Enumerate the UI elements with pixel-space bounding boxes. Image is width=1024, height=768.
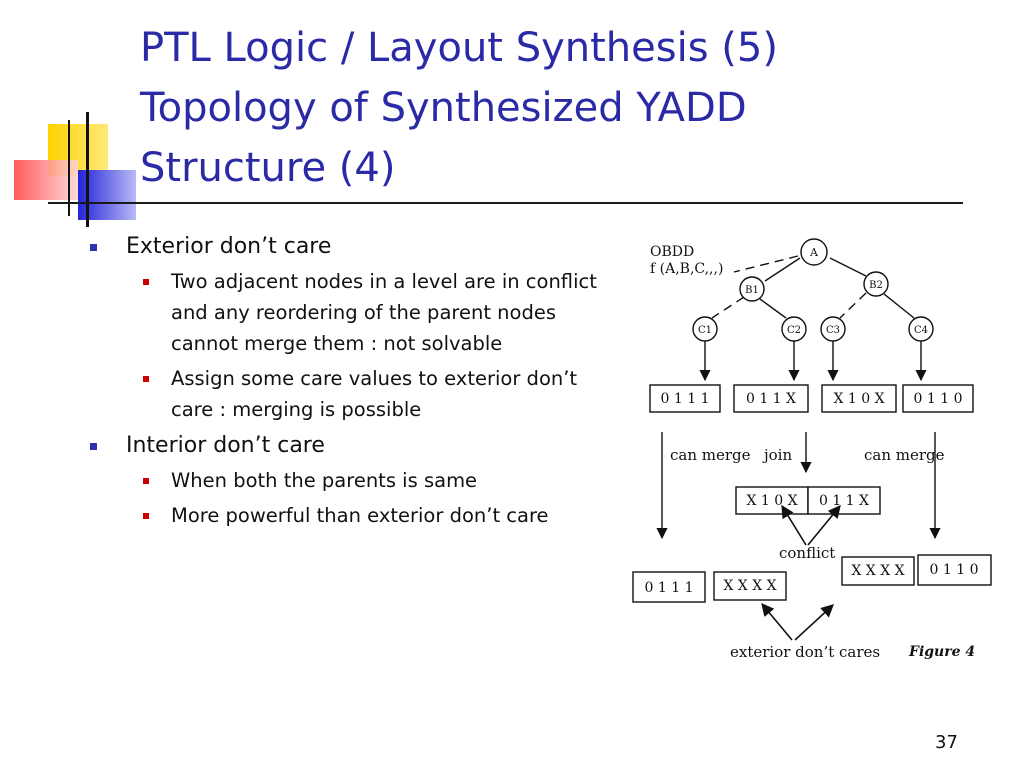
top-box-4-label: 0 1 1 0 [914,391,963,407]
node-c4: C4 [908,316,934,342]
node-c2: C2 [781,316,807,342]
bottom-box-1-label: 0 1 1 1 [645,580,694,596]
title-divider [48,202,963,204]
bullet-list: Exterior don’t care Two adjacent nodes i… [88,232,618,537]
edge-a-header [733,255,799,273]
node-b2: B2 [863,271,889,297]
edge-b1-c2 [759,298,787,319]
node-c3: C3 [820,316,846,342]
mid-box-2: 0 1 1 X [807,486,881,515]
top-box-2-label: 0 1 1 X [746,391,796,407]
node-b1: B1 [739,276,765,302]
figure-caption: Figure 4 [908,644,975,660]
bottom-box-1: 0 1 1 1 [632,571,706,603]
title-line-2: Topology of Synthesized YADD [140,85,747,131]
page-number: 37 [935,732,958,753]
top-box-3: X 1 0 X [821,384,897,413]
figure-header-obdd: OBDD [650,244,694,260]
yadd-figure: OBDD f (A,B,C,,,) A B1 B2 C1 C2 C3 C4 [632,238,992,661]
title-line-1: PTL Logic / Layout Synthesis (5) [140,25,778,71]
label-join: join [762,446,792,464]
node-a: A [800,238,828,266]
edge-b1-c1 [711,296,745,319]
bottom-box-4: 0 1 1 0 [917,554,992,586]
node-a-label: A [809,246,819,259]
sub-bullet: Two adjacent nodes in a level are in con… [126,266,618,359]
bullet-text: Interior don’t care [126,433,325,458]
sub-bullet-list: Two adjacent nodes in a level are in con… [126,266,618,425]
mid-box-1: X 1 0 X [735,486,809,515]
mid-box-1-label: X 1 0 X [746,493,797,509]
sub-bullet: Assign some care values to exterior don’… [126,363,618,425]
sub-bullet-list: When both the parents is same More power… [126,465,618,531]
bullet-exterior: Exterior don’t care Two adjacent nodes i… [88,232,618,425]
arrow-conflict-left [781,504,807,546]
title-line-3: Structure (4) [140,145,396,191]
node-c1-label: C1 [698,325,712,336]
arrow-conflict-right [807,505,841,546]
top-box-1: 0 1 1 1 [649,384,721,413]
mid-box-2-label: 0 1 1 X [819,493,869,509]
edge-a-b1 [764,257,801,282]
top-box-4: 0 1 1 0 [902,384,974,413]
edge-b2-c3 [839,292,867,319]
top-box-3-label: X 1 0 X [833,391,884,407]
slide-logo [14,112,136,227]
figure-header-function: f (A,B,C,,,) [650,261,723,277]
label-can-merge-right: can merge [864,446,945,464]
label-can-merge-left: can merge [670,446,751,464]
node-c2-label: C2 [787,325,801,336]
top-box-1-label: 0 1 1 1 [661,391,710,407]
slide-title: PTL Logic / Layout Synthesis (5) Topolog… [140,18,778,198]
sub-bullet: When both the parents is same [126,465,618,496]
node-c3-label: C3 [826,325,840,336]
node-c4-label: C4 [914,325,928,336]
bottom-box-3-label: X X X X [851,563,904,579]
bullet-interior: Interior don’t care When both the parent… [88,431,618,531]
bottom-box-4-label: 0 1 1 0 [930,562,979,578]
bullet-text: Exterior don’t care [126,234,332,259]
arrow-exterior-left [761,603,793,641]
edge-b2-c4 [883,293,915,319]
top-box-2: 0 1 1 X [733,384,809,413]
node-b2-label: B2 [869,280,883,291]
bottom-box-3: X X X X [841,556,915,586]
label-exterior-dont-cares: exterior don’t cares [730,643,880,661]
bottom-box-2: X X X X [713,571,787,601]
node-b1-label: B1 [745,285,759,296]
sub-bullet: More powerful than exterior don’t care [126,500,618,531]
node-c1: C1 [692,316,718,342]
bottom-box-2-label: X X X X [723,578,776,594]
arrow-exterior-right [794,604,834,641]
label-conflict: conflict [779,544,835,562]
edge-a-b2 [829,257,867,277]
